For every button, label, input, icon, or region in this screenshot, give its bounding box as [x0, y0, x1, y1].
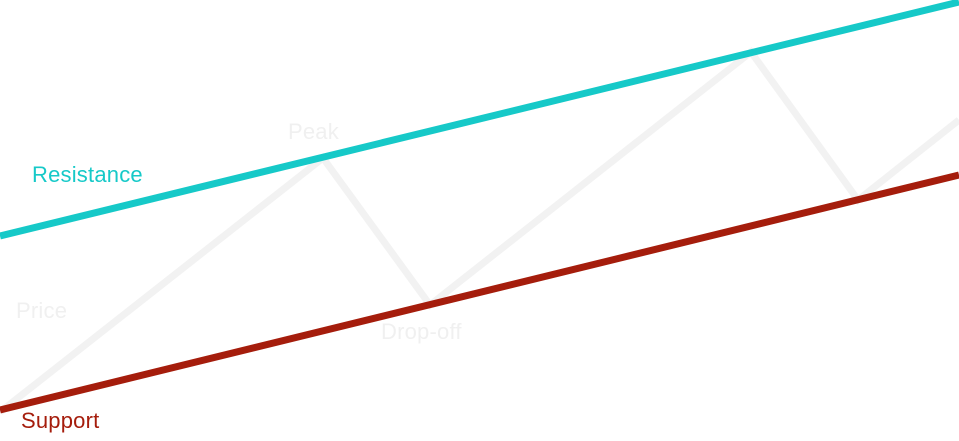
support-line	[0, 171, 959, 414]
support-label: Support	[21, 408, 100, 433]
resistance-line	[0, 0, 959, 240]
dropoff-label: Drop-off	[381, 319, 462, 344]
price-label: Price	[16, 298, 68, 323]
peak-label: Peak	[288, 119, 339, 144]
resistance-label: Resistance	[32, 162, 143, 187]
price-line	[0, 46, 959, 415]
